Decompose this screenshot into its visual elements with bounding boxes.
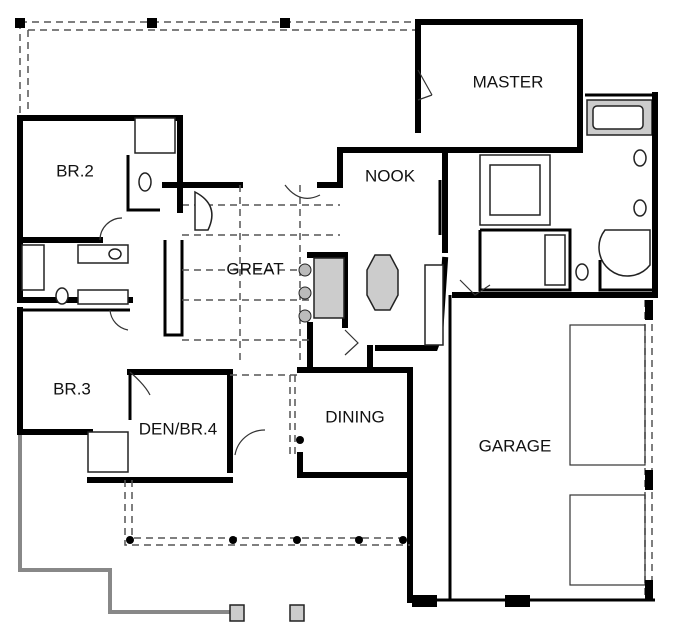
hall-bathtub xyxy=(21,244,45,291)
foyer-door xyxy=(234,429,266,456)
bar-stool xyxy=(298,263,312,277)
room-label-master: MASTER xyxy=(473,72,544,91)
shower xyxy=(598,229,651,277)
closet-shelving xyxy=(489,164,541,216)
room-label-dining: DINING xyxy=(325,407,385,426)
br3-door xyxy=(109,309,129,331)
rear-porch xyxy=(15,18,420,118)
linen-closet xyxy=(77,289,129,305)
room-label-den: DEN/BR.4 xyxy=(139,419,217,438)
kitchen-counter xyxy=(424,264,444,346)
closet xyxy=(134,117,176,154)
br2-door xyxy=(99,217,123,241)
garage-car-bay xyxy=(569,324,646,466)
kitchen-island xyxy=(366,254,399,311)
sink xyxy=(633,149,647,167)
great-room-door xyxy=(284,184,321,199)
toilet xyxy=(138,172,152,192)
master-suite xyxy=(415,19,658,293)
garage-door xyxy=(459,279,491,296)
porch-post xyxy=(147,18,157,28)
room-label-great: GREAT xyxy=(226,259,283,278)
room-label-garage: GARAGE xyxy=(479,436,552,455)
room-label-br2: BR.2 xyxy=(56,161,94,180)
toilet xyxy=(55,287,69,305)
garage-car-bay xyxy=(569,494,646,586)
porch-post xyxy=(280,18,290,28)
porch-post xyxy=(15,18,25,28)
master-door xyxy=(417,69,433,101)
bar-counter xyxy=(313,257,345,319)
sink xyxy=(108,248,122,260)
hall-bath xyxy=(17,237,133,305)
dining xyxy=(230,367,413,603)
front-porch xyxy=(124,480,410,546)
garage xyxy=(407,279,658,607)
laundry xyxy=(544,234,566,286)
bar-stool xyxy=(298,309,312,323)
fireplace xyxy=(194,190,213,231)
walkway xyxy=(18,435,305,622)
bedroom-2 xyxy=(17,115,183,243)
sink xyxy=(633,199,647,217)
den-door xyxy=(129,371,151,396)
bedroom-3 xyxy=(17,307,130,473)
room-label-br3: BR.3 xyxy=(53,379,91,398)
room-label-nook: NOOK xyxy=(365,166,416,185)
toilet xyxy=(575,263,589,281)
bar-stool xyxy=(298,286,312,300)
pantry-door xyxy=(344,329,359,356)
closet xyxy=(87,431,129,473)
walkway-pier xyxy=(289,604,305,622)
walkway-pier xyxy=(229,604,245,622)
den xyxy=(87,369,233,483)
bathtub-basin xyxy=(592,105,644,130)
